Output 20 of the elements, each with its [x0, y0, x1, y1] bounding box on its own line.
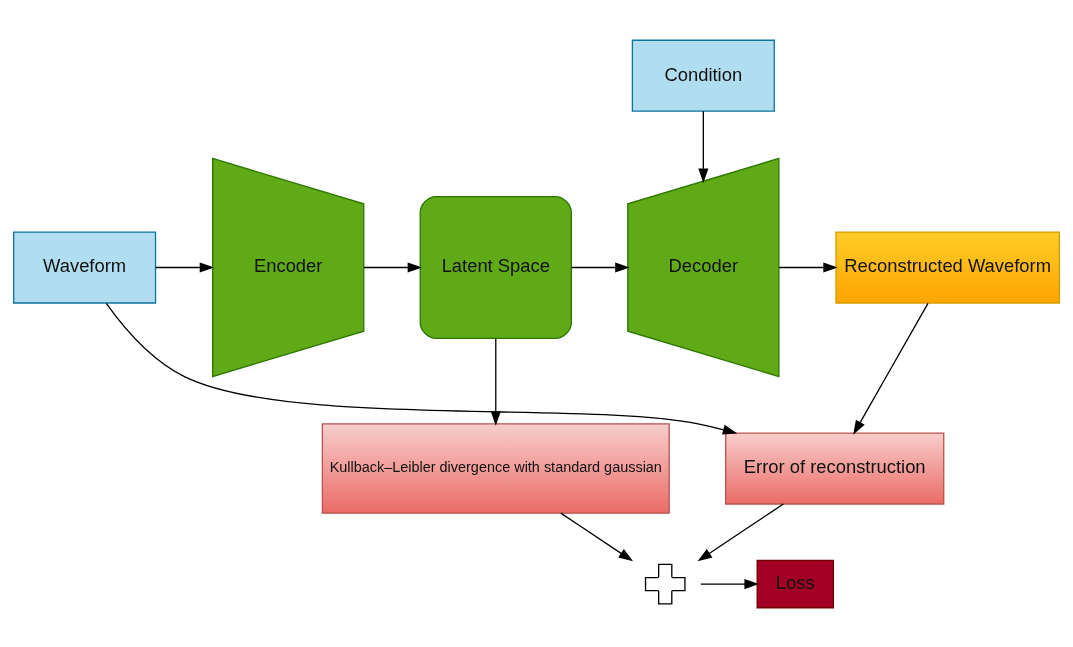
arrow	[778, 261, 838, 273]
node-box: Encoder	[212, 157, 365, 377]
node-box: Error of reconstruction	[725, 431, 945, 505]
arrow	[105, 302, 738, 435]
arrow	[700, 578, 759, 589]
node-box: Latent Space	[419, 195, 572, 339]
arrow	[155, 261, 215, 273]
arrow	[363, 261, 423, 273]
node-box: Loss	[756, 559, 835, 608]
node-box: Kullback–Leibler divergence with standard gaussian	[321, 422, 670, 514]
arrow	[570, 261, 630, 273]
node-box: Decoder	[627, 157, 780, 377]
arrow	[490, 337, 501, 426]
arrow	[698, 110, 709, 183]
arrow	[853, 302, 929, 435]
arrow	[560, 512, 634, 561]
node-box: Waveform	[13, 230, 157, 304]
node-box: Condition	[631, 39, 775, 112]
arrow	[697, 502, 785, 561]
node-box: Reconstructed Waveform	[835, 230, 1060, 304]
